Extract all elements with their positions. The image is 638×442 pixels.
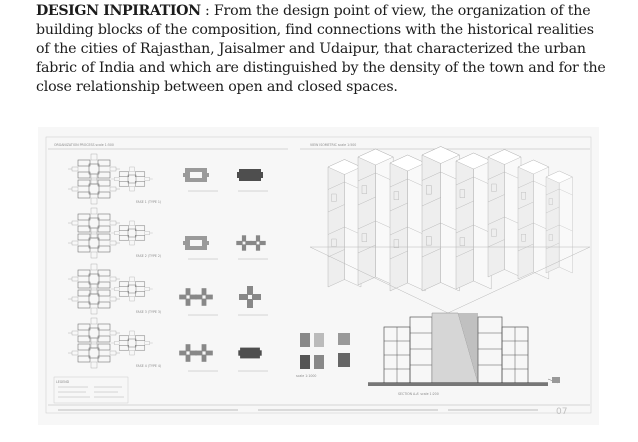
svg-text:scale 1:1000: scale 1:1000 bbox=[296, 374, 316, 378]
svg-text:FASE 4 (TYPE 4): FASE 4 (TYPE 4) bbox=[136, 364, 161, 368]
architectural-drawing-sheet: ORGANIZATION PROCESS scale 1:500 FASE 1 … bbox=[38, 127, 599, 425]
svg-text:FASE 3 (TYPE 3): FASE 3 (TYPE 3) bbox=[136, 310, 161, 314]
svg-text:ORGANIZATION PROCESS scale 1:5: ORGANIZATION PROCESS scale 1:500 bbox=[54, 143, 114, 147]
svg-text:FASE 1 (TYPE 1): FASE 1 (TYPE 1) bbox=[136, 200, 161, 204]
heading-separator: : bbox=[200, 3, 214, 19]
svg-text:07: 07 bbox=[556, 407, 567, 417]
svg-text:LEGEND: LEGEND bbox=[56, 380, 70, 384]
paragraph-body: From the design point of view, the organ… bbox=[36, 3, 606, 95]
design-inspiration-paragraph: DESIGN INPIRATION : From the design poin… bbox=[36, 2, 611, 97]
drawing-illustration: ORGANIZATION PROCESS scale 1:500 FASE 1 … bbox=[45, 136, 592, 417]
svg-text:FASE 2 (TYPE 2): FASE 2 (TYPE 2) bbox=[136, 254, 161, 258]
paragraph-heading: DESIGN INPIRATION bbox=[36, 3, 201, 19]
svg-text:VIEW ISOMETRIC scale 1:500: VIEW ISOMETRIC scale 1:500 bbox=[310, 143, 356, 147]
svg-text:SECTION A-A' scale 1:200: SECTION A-A' scale 1:200 bbox=[398, 392, 439, 396]
